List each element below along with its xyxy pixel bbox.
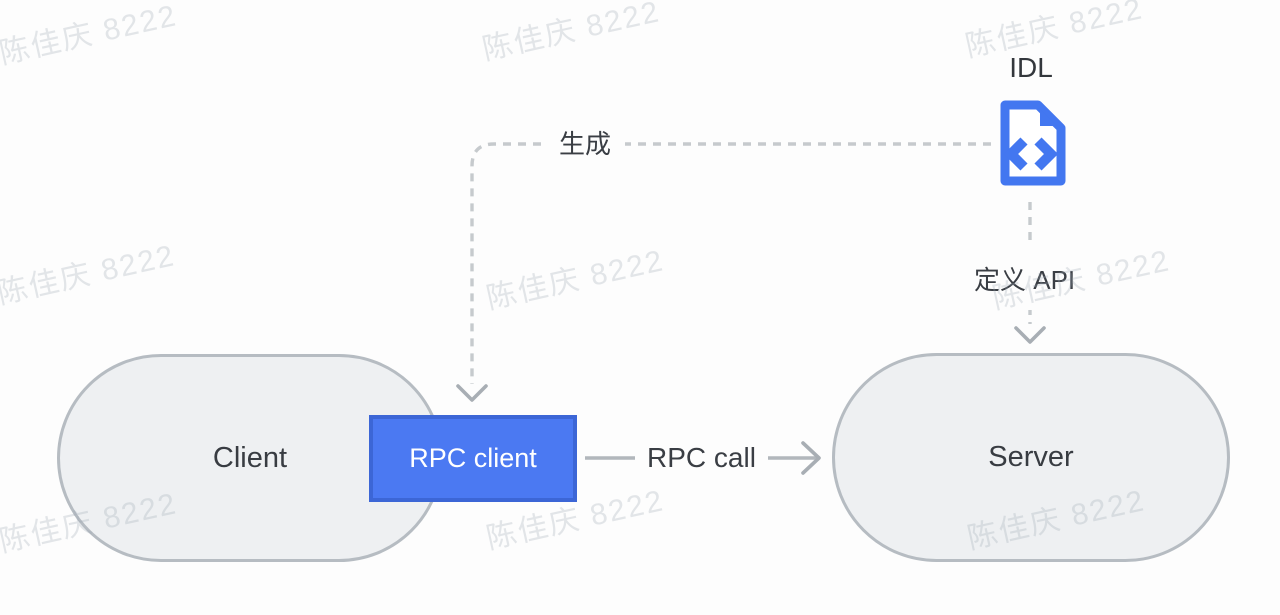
rpc-call-edge-label: RPC call [635,437,768,479]
generate-edge-label: 生成 [545,126,626,163]
rpc-call-arrowhead-icon [801,441,821,475]
define-api-edge-label: 定义 API [964,247,1086,310]
idl-file-icon [1000,100,1066,186]
watermark: 陈佳庆 8222 [0,239,179,311]
code-bracket-right-icon [1034,137,1059,171]
define-api-arrowhead-icon [1014,326,1046,344]
watermark: 陈佳庆 8222 [479,0,664,67]
generate-arrowhead-icon [456,384,488,402]
code-bracket-left-icon [1003,137,1028,171]
idl-node-label: IDL [1009,52,1053,83]
file-fold-icon [1040,109,1057,126]
server-node-label: Server [988,441,1074,473]
server-node: Server [832,353,1230,562]
watermark: 陈佳庆 8222 [483,244,668,316]
generate-edge-path [470,142,991,384]
watermark: 陈佳庆 8222 [0,0,181,71]
rpc-client-node-label: RPC client [409,443,537,473]
client-node-label: Client [212,441,288,474]
file-outline-icon [1000,100,1066,186]
rpc-client-node: RPC client [369,415,577,502]
